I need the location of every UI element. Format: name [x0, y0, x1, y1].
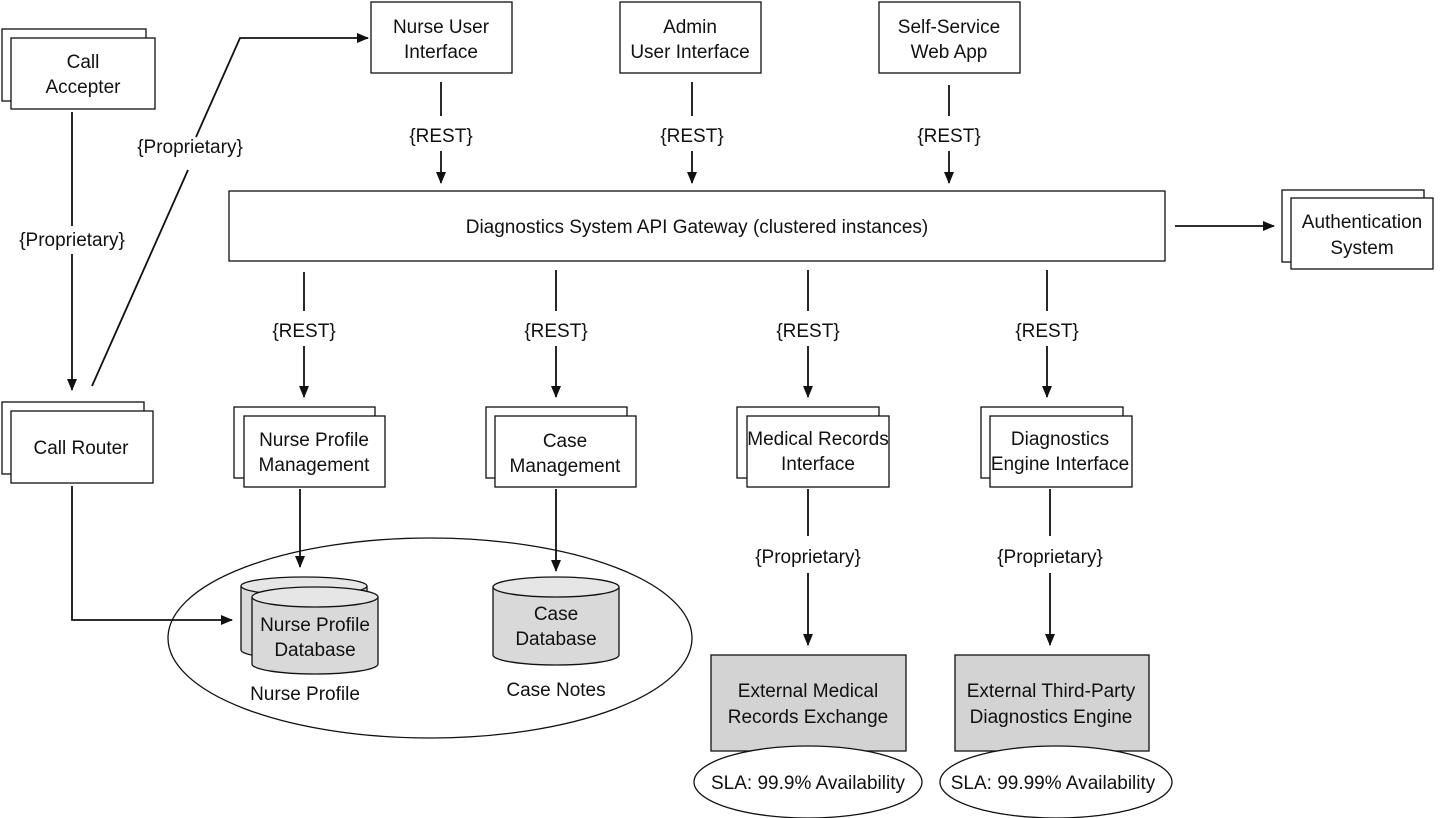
protocol-medical-external: {Proprietary}: [755, 547, 861, 568]
api-gateway-label: Diagnostics System API Gateway (clustere…: [466, 217, 929, 238]
protocol-nurse-ui-gateway: {REST}: [409, 126, 472, 147]
nurse-profile-database-label-1: Nurse Profile: [260, 615, 370, 636]
external-medical-records-node: External Medical Records Exchange: [710, 654, 907, 752]
call-accepter-label-1: Call: [67, 52, 100, 73]
call-accepter-node: Call Accepter: [1, 28, 156, 110]
nurse-ui-label-2: Interface: [404, 42, 478, 63]
nurse-profile-management-label-1: Nurse Profile: [259, 430, 369, 451]
protocol-admin-ui-gateway: {REST}: [660, 126, 723, 147]
nurse-profile-group-label: Nurse Profile: [250, 684, 360, 705]
call-router-node: Call Router: [1, 401, 154, 484]
diagnostics-engine-interface-node: Diagnostics Engine Interface: [980, 406, 1133, 488]
connectors: [67, 33, 1275, 646]
authentication-label-2: System: [1330, 238, 1393, 259]
authentication-label-1: Authentication: [1302, 212, 1422, 233]
protocol-self-service-gateway: {REST}: [917, 126, 980, 147]
sla-diagnostics-badge: SLA: 99.99% Availability: [939, 745, 1173, 818]
protocol-gateway-nurse-profile: {REST}: [272, 321, 335, 342]
case-notes-group-label: Case Notes: [506, 680, 605, 701]
sla-medical-label: SLA: 99.9% Availability: [711, 773, 905, 794]
self-service-label-1: Self-Service: [898, 17, 1000, 38]
edge-router-nurse-ui-upper: [195, 33, 369, 138]
self-service-node: Self-Service Web App: [878, 1, 1021, 74]
medical-records-interface-label-2: Interface: [781, 454, 855, 475]
admin-ui-node: Admin User Interface: [619, 1, 762, 74]
nurse-ui-label-1: Nurse User: [393, 17, 490, 38]
medical-records-interface-node: Medical Records Interface: [736, 406, 890, 488]
nurse-profile-management-label-2: Management: [259, 455, 371, 476]
case-database-node: Case Database: [492, 576, 620, 666]
authentication-system-node: Authentication System: [1281, 189, 1434, 270]
api-gateway-node: Diagnostics System API Gateway (clustere…: [228, 190, 1166, 262]
call-router-label: Call Router: [33, 438, 129, 459]
edge-router-nurse-profile-db: [71, 486, 233, 625]
case-management-label-1: Case: [543, 431, 587, 452]
case-management-label-2: Management: [510, 456, 622, 477]
case-management-node: Case Management: [485, 406, 637, 488]
nurse-profile-database-label-2: Database: [274, 640, 355, 661]
self-service-label-2: Web App: [911, 42, 988, 63]
case-database-label-1: Case: [534, 604, 578, 625]
protocol-router-nurse-ui: {Proprietary}: [137, 137, 243, 158]
admin-ui-label-2: User Interface: [630, 42, 749, 63]
diagnostics-engine-interface-label-2: Engine Interface: [991, 454, 1129, 475]
admin-ui-label-1: Admin: [663, 17, 717, 38]
protocol-accepter-router: {Proprietary}: [19, 230, 125, 251]
edge-router-nurse-ui-lower: [91, 169, 189, 387]
protocol-gateway-diagnostics: {REST}: [1015, 321, 1078, 342]
case-database-label-2: Database: [515, 629, 596, 650]
nurse-profile-database-node: Nurse Profile Database: [240, 576, 379, 675]
diagnostics-engine-interface-label-1: Diagnostics: [1011, 429, 1109, 450]
external-diagnostics-label-2: Diagnostics Engine: [970, 707, 1133, 728]
nurse-profile-management-node: Nurse Profile Management: [233, 406, 386, 488]
external-medical-label-1: External Medical: [738, 681, 878, 702]
protocol-gateway-medical: {REST}: [776, 321, 839, 342]
protocol-diagnostics-external: {Proprietary}: [997, 547, 1103, 568]
protocol-labels: {Proprietary} {Proprietary} {REST} {REST…: [19, 126, 1103, 568]
external-medical-label-2: Records Exchange: [728, 707, 889, 728]
external-diagnostics-label-1: External Third-Party: [967, 681, 1136, 702]
external-diagnostics-engine-node: External Third-Party Diagnostics Engine: [954, 654, 1150, 752]
call-accepter-label-2: Accepter: [46, 77, 122, 98]
database-group-ellipse: [167, 537, 693, 739]
protocol-gateway-case: {REST}: [524, 321, 587, 342]
nurse-ui-node: Nurse User Interface: [370, 1, 513, 74]
sla-diagnostics-label: SLA: 99.99% Availability: [951, 773, 1156, 794]
sla-medical-badge: SLA: 99.9% Availability: [693, 745, 923, 818]
medical-records-interface-label-1: Medical Records: [747, 429, 889, 450]
